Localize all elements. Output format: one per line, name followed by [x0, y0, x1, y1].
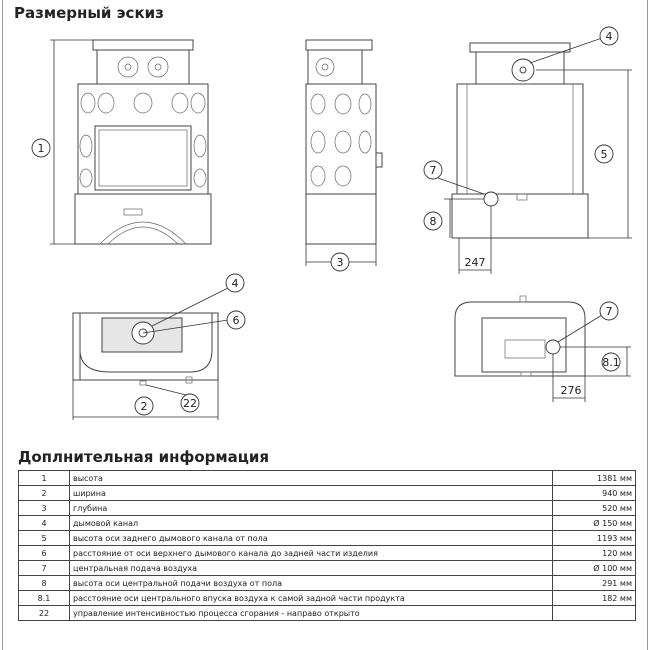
table-cell-num: 1	[18, 470, 70, 486]
table-cell-num: 7	[18, 560, 70, 576]
table-cell-value: 291 мм	[552, 575, 636, 591]
callout-8-label: 8	[430, 215, 437, 228]
table-cell-desc: управление интенсивностью процесса сгора…	[69, 605, 553, 621]
side-view	[305, 39, 383, 266]
dimension-sketch: 1 3 4 5 7 8 247 4 6 2 22 7 8.1 276	[31, 26, 632, 420]
bottom-view	[454, 295, 631, 402]
table-cell-num: 8	[18, 575, 70, 591]
callout-1-label: 1	[38, 142, 45, 155]
table-cell-num: 6	[18, 545, 70, 561]
table-cell-desc: центральная подача воздуха	[69, 560, 553, 576]
table-cell-value: 120 мм	[552, 545, 636, 561]
top-view	[72, 312, 219, 420]
back-view	[444, 42, 632, 274]
table-cell-value: 182 мм	[552, 590, 636, 606]
callout-7-bottom-label: 7	[606, 305, 613, 318]
table-cell-value: Ø 100 мм	[552, 560, 636, 576]
table-cell-value: 520 мм	[552, 500, 636, 516]
table-cell-desc: дымовой канал	[69, 515, 553, 531]
table-cell-desc: глубина	[69, 500, 553, 516]
table-cell-num: 2	[18, 485, 70, 501]
table-cell-value: 940 мм	[552, 485, 636, 501]
callout-8-1-label: 8.1	[602, 356, 620, 369]
table-cell-desc: расстояние от оси верхнего дымового кана…	[69, 545, 553, 561]
table-cell-desc: высота	[69, 470, 553, 486]
callout-3-label: 3	[337, 256, 344, 269]
table-cell-value: 1193 мм	[552, 530, 636, 546]
callout-22-label: 22	[183, 397, 197, 410]
table-cell-value	[552, 605, 636, 621]
page-border-left	[2, 0, 3, 650]
table-cell-desc: высота оси центральной подачи воздуха от…	[69, 575, 553, 591]
callout-5-label: 5	[601, 148, 608, 161]
page-title: Размерный эскиз	[14, 4, 164, 22]
table-cell-num: 8.1	[18, 590, 70, 606]
table-cell-desc: расстояние оси центрального впуска возду…	[69, 590, 553, 606]
dimension-247-label: 247	[465, 256, 486, 269]
table-cell-num: 22	[18, 605, 70, 621]
callouts: 1 3 4 5 7 8 247 4 6 2 22 7 8.1 276	[31, 26, 621, 416]
callout-2-label: 2	[141, 400, 148, 413]
section-title: Доплнительная информация	[18, 448, 270, 466]
table-cell-value: Ø 150 мм	[552, 515, 636, 531]
table-cell-desc: ширина	[69, 485, 553, 501]
dimension-276-label: 276	[561, 384, 582, 397]
callout-6-label: 6	[233, 314, 240, 327]
table-cell-num: 3	[18, 500, 70, 516]
table-cell-value: 1381 мм	[552, 470, 636, 486]
table-cell-desc: высота оси заднего дымового канала от по…	[69, 530, 553, 546]
table-cell-num: 5	[18, 530, 70, 546]
callout-4-back-label: 4	[606, 30, 613, 43]
callout-7-back-label: 7	[430, 164, 437, 177]
front-view	[50, 39, 212, 245]
page-border-right	[647, 0, 648, 650]
callout-4-top-label: 4	[232, 277, 239, 290]
table-cell-num: 4	[18, 515, 70, 531]
